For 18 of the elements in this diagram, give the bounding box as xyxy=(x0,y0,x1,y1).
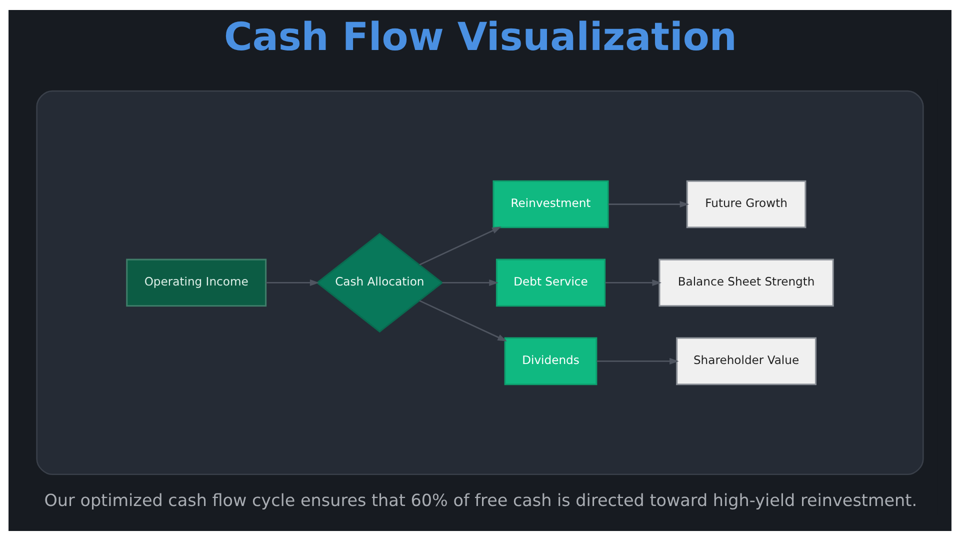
node-box: Balance Sheet Strength xyxy=(658,258,834,306)
node-box: Reinvestment xyxy=(492,180,609,228)
node-box: Operating Income xyxy=(126,258,267,306)
arrow xyxy=(605,278,662,286)
arrow xyxy=(596,357,679,364)
arrow xyxy=(266,278,320,286)
arrow xyxy=(419,226,502,265)
diagram-title: Cash Flow Visualization xyxy=(224,14,737,60)
arrow xyxy=(442,278,498,286)
node-box: Future Growth xyxy=(686,180,806,228)
node-box: Debt Service xyxy=(496,258,606,306)
node-diamond: Cash Allocation xyxy=(316,232,444,332)
node-box: Shareholder Value xyxy=(676,336,817,385)
arrow xyxy=(608,200,690,207)
cluster xyxy=(36,90,924,475)
arrow xyxy=(419,300,507,341)
node-box: Dividends xyxy=(504,336,598,385)
caption: Our optimized cash flow cycle ensures that 60% of free cash is directed toward high-yield reinvestment. xyxy=(44,489,918,510)
